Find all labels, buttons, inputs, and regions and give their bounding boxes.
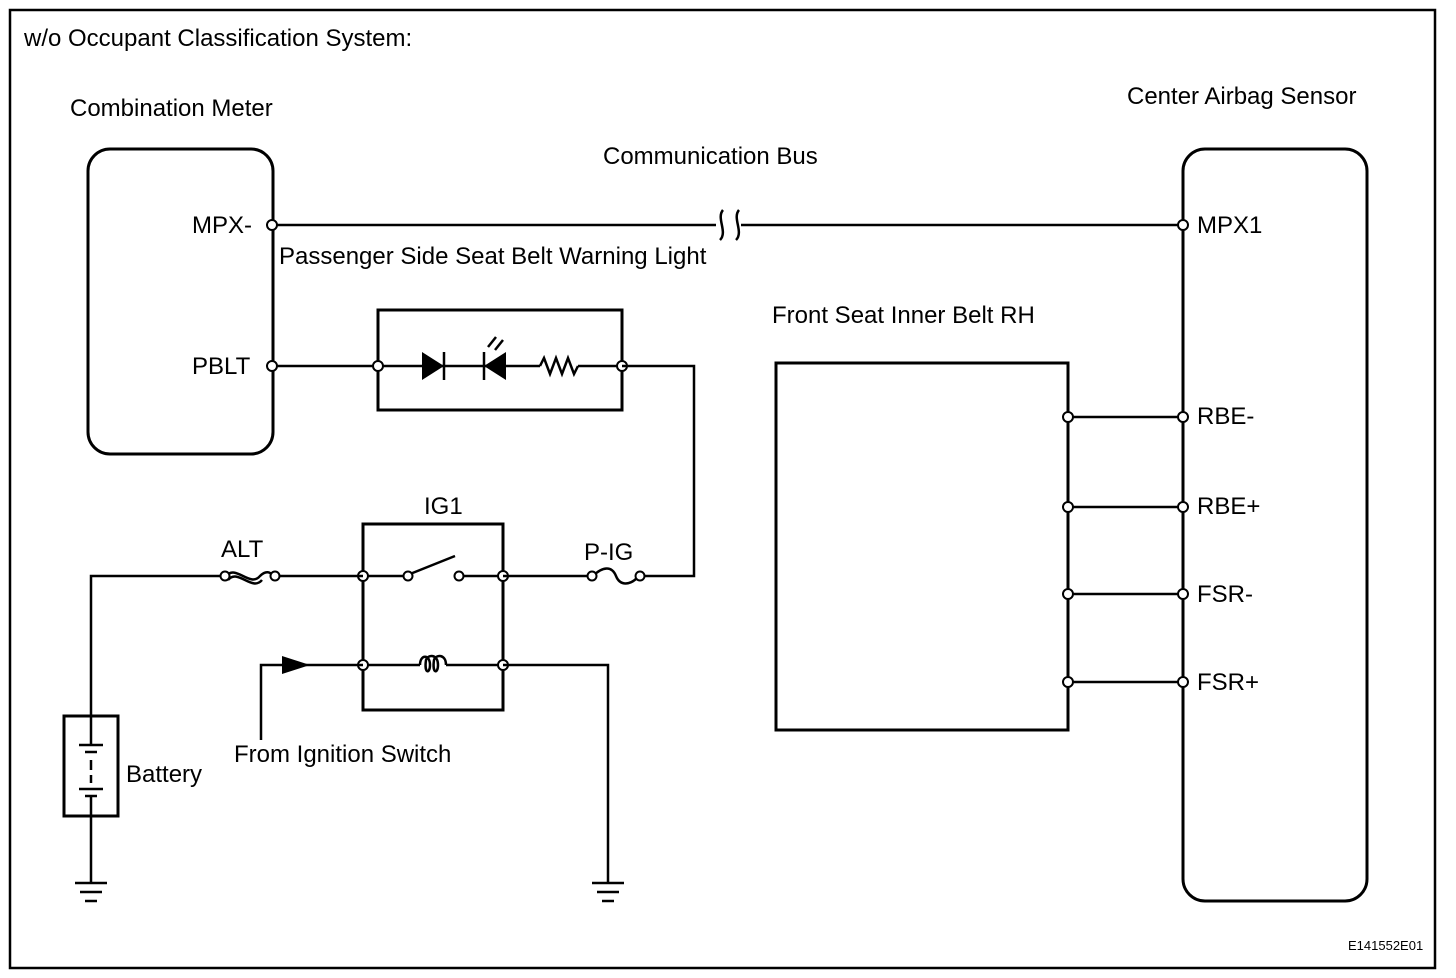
- terminal-fsr-minus: [1177, 588, 1189, 600]
- fuse-pig-icon: [592, 567, 640, 585]
- pin-pblt-label: PBLT: [192, 353, 251, 380]
- ground-icon-battery: [75, 881, 107, 903]
- diagram-frame: [8, 8, 1437, 970]
- terminal-mpx-minus: [266, 219, 278, 231]
- terminal-pig-left: [586, 570, 598, 582]
- combination-meter-box: [86, 147, 275, 456]
- relay-ground-wire: [503, 663, 610, 882]
- terminal-belt-3: [1062, 588, 1074, 600]
- light-to-pig-wire: [622, 364, 696, 578]
- figure-id: E141552E01: [1348, 938, 1423, 953]
- terminal-pblt: [266, 360, 278, 372]
- terminal-fsr-plus: [1177, 676, 1189, 688]
- warning-light-label: Passenger Side Seat Belt Warning Light: [279, 243, 707, 270]
- combination-meter-label: Combination Meter: [70, 95, 273, 122]
- fuse-alt-icon-inner: [227, 575, 263, 585]
- terminal-belt-2: [1062, 501, 1074, 513]
- ground-icon-relay: [592, 881, 624, 903]
- relay-switch-contact: [409, 554, 456, 576]
- diagram-title: w/o Occupant Classification System:: [23, 25, 412, 52]
- relay-ig1-label: IG1: [424, 493, 463, 520]
- terminal-mpx1: [1177, 219, 1189, 231]
- terminal-pig-right: [634, 570, 646, 582]
- bus-break-mark-left: [718, 209, 725, 241]
- pin-fsr-plus-label: FSR+: [1197, 669, 1259, 696]
- communication-bus-label: Communication Bus: [603, 143, 818, 170]
- terminal-light-in: [372, 360, 384, 372]
- diode-icon: [422, 352, 444, 380]
- battery-label: Battery: [126, 761, 202, 788]
- front-seat-inner-belt-label: Front Seat Inner Belt RH: [772, 302, 1035, 329]
- terminal-rbe-plus: [1177, 501, 1189, 513]
- relay-switch-pivot: [402, 570, 414, 582]
- pin-mpx1-label: MPX1: [1197, 212, 1262, 239]
- terminal-belt-1: [1062, 411, 1074, 423]
- terminal-rbe-minus: [1177, 411, 1189, 423]
- fuse-pig-label: P-IG: [584, 539, 633, 566]
- led-ray-1: [487, 336, 497, 348]
- center-airbag-sensor-label: Center Airbag Sensor: [1127, 83, 1356, 110]
- bus-break-mark-right: [734, 209, 741, 241]
- led-ray-2: [494, 339, 504, 351]
- front-seat-inner-belt-box: [774, 361, 1070, 732]
- terminal-alt-left: [219, 570, 231, 582]
- led-icon: [484, 352, 506, 380]
- relay-coil-icon: [418, 654, 448, 673]
- ignition-arrow-icon: [282, 656, 310, 674]
- pin-rbe-minus-label: RBE-: [1197, 403, 1254, 430]
- fuse-alt-label: ALT: [221, 536, 264, 563]
- relay-ig1-box: [361, 522, 505, 712]
- relay-switch-contact-point: [453, 570, 465, 582]
- pin-mpx-minus-label: MPX-: [192, 212, 252, 239]
- ignition-wire: [259, 663, 363, 740]
- pin-fsr-minus-label: FSR-: [1197, 581, 1253, 608]
- resistor-icon: [538, 354, 580, 378]
- ignition-switch-label: From Ignition Switch: [234, 741, 451, 768]
- battery-to-alt-wire: [89, 574, 222, 716]
- terminal-belt-4: [1062, 676, 1074, 688]
- pin-rbe-plus-label: RBE+: [1197, 493, 1260, 520]
- terminal-alt-right: [269, 570, 281, 582]
- center-airbag-sensor-box: [1181, 147, 1369, 903]
